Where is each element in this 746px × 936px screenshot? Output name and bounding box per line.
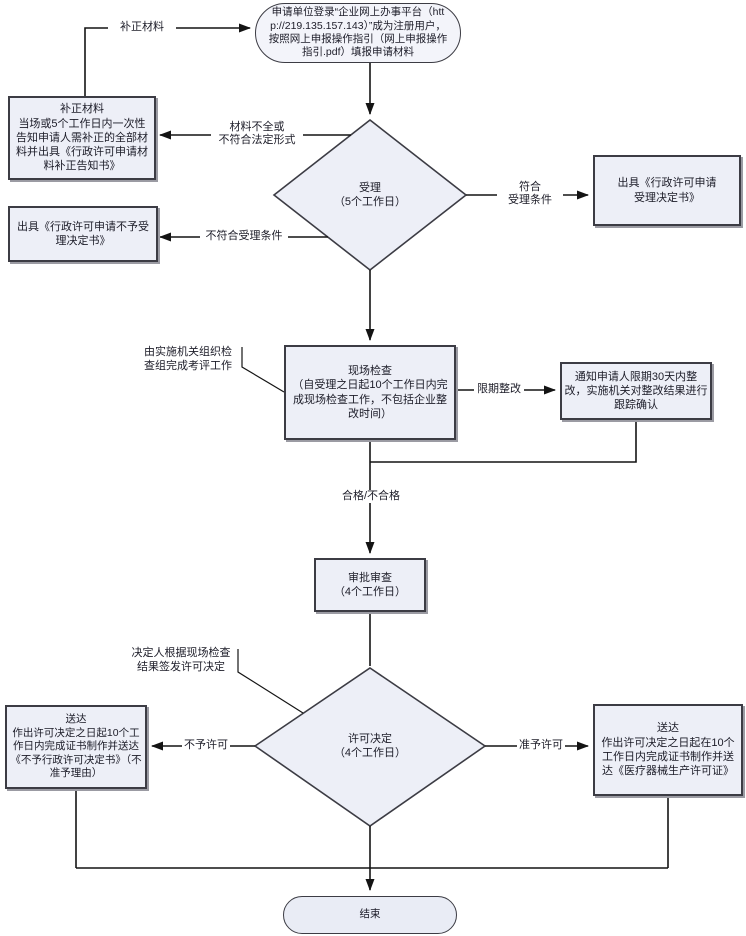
review-sub: （4个工作日） (333, 586, 407, 598)
grant-title: 送达 (657, 722, 679, 735)
supplement-body: 当场或5个工作日内一次性告知申请人需补正的全部材料并出具《行政许可申请材料补正告… (16, 117, 148, 173)
review-title: 审批审查 (348, 571, 392, 584)
label-resubmit: 补正材料 (108, 21, 176, 35)
callout-decision-note (237, 649, 304, 714)
label-accepted: 符合 受理条件 (497, 181, 563, 208)
end-text: 结束 (359, 908, 381, 921)
inspection-note-text: 由实施机关组织检查组完成考评工作 (144, 346, 232, 373)
edge-supplement-to-start (84, 23, 251, 96)
license-decision-diamond-shape (253, 667, 487, 827)
deny-body: 作出许可决定之日起10个工作日内完成证书制作并送达《不予行政许可决定书》（不准予… (10, 726, 142, 780)
edge-rectify-return (370, 420, 637, 463)
decision-note-text: 决定人根据现场检查结果签发许可决定 (131, 647, 231, 674)
rectify-text: 通知申请人限期30天内整改，实施机关对整改结果进行跟踪确认 (564, 370, 708, 412)
label-rectify: 限期整改 (474, 383, 524, 397)
label-not-accepted: 不符合受理条件 (200, 230, 288, 244)
supplement-title: 补正材料 (60, 103, 104, 116)
deny-title: 送达 (65, 712, 87, 725)
grant-delivery-box: 送达 作出许可决定之日起在10个工作日内完成证书制作并送达《医疗器械生产许可证》 (593, 704, 743, 796)
start-terminator: 申请单位登录“企业网上办事平台（http://219.135.157.143）”… (255, 3, 461, 63)
inspection-body: （自受理之日起10个工作日内完成现场检查工作，不包括企业整改时间） (292, 379, 448, 420)
start-text: 申请单位登录“企业网上办事平台（http://219.135.157.143）”… (268, 6, 448, 59)
accept-text: 出具《行政许可申请受理决定书》 (617, 177, 717, 204)
grant-body: 作出许可决定之日起在10个工作日内完成证书制作并送达《医疗器械生产许可证》 (601, 736, 735, 778)
inspection-box: 现场检查 （自受理之日起10个工作日内完成现场检查工作，不包括企业整改时间） (284, 345, 456, 440)
inspection-note: 由实施机关组织检查组完成考评工作 (142, 345, 234, 374)
not-accept-text: 出具《行政许可申请不予受理决定书》 (17, 220, 149, 247)
inspection-title: 现场检查 (348, 364, 392, 377)
label-pass-fail: 合格/不合格 (330, 490, 412, 504)
not-accept-box: 出具《行政许可申请不予受理决定书》 (8, 206, 158, 262)
deny-delivery-box: 送达 作出许可决定之日起10个工作日内完成证书制作并送达《不予行政许可决定书》（… (5, 705, 147, 789)
callout-inspect-note (241, 347, 285, 393)
supplement-materials-box: 补正材料 当场或5个工作日内一次性告知申请人需补正的全部材料并出具《行政许可申请… (8, 96, 156, 180)
decision-note: 决定人根据现场检查结果签发许可决定 (130, 646, 232, 675)
label-deny: 不予许可 (182, 739, 230, 753)
rectify-box: 通知申请人限期30天内整改，实施机关对整改结果进行跟踪确认 (560, 362, 712, 420)
end-terminator: 结束 (283, 896, 457, 934)
accept-box: 出具《行政许可申请受理决定书》 (593, 155, 741, 226)
label-incomplete: 材料不全或 不符合法定形式 (211, 121, 303, 148)
review-box: 审批审查 （4个工作日） (314, 558, 426, 612)
label-grant: 准予许可 (517, 739, 565, 753)
